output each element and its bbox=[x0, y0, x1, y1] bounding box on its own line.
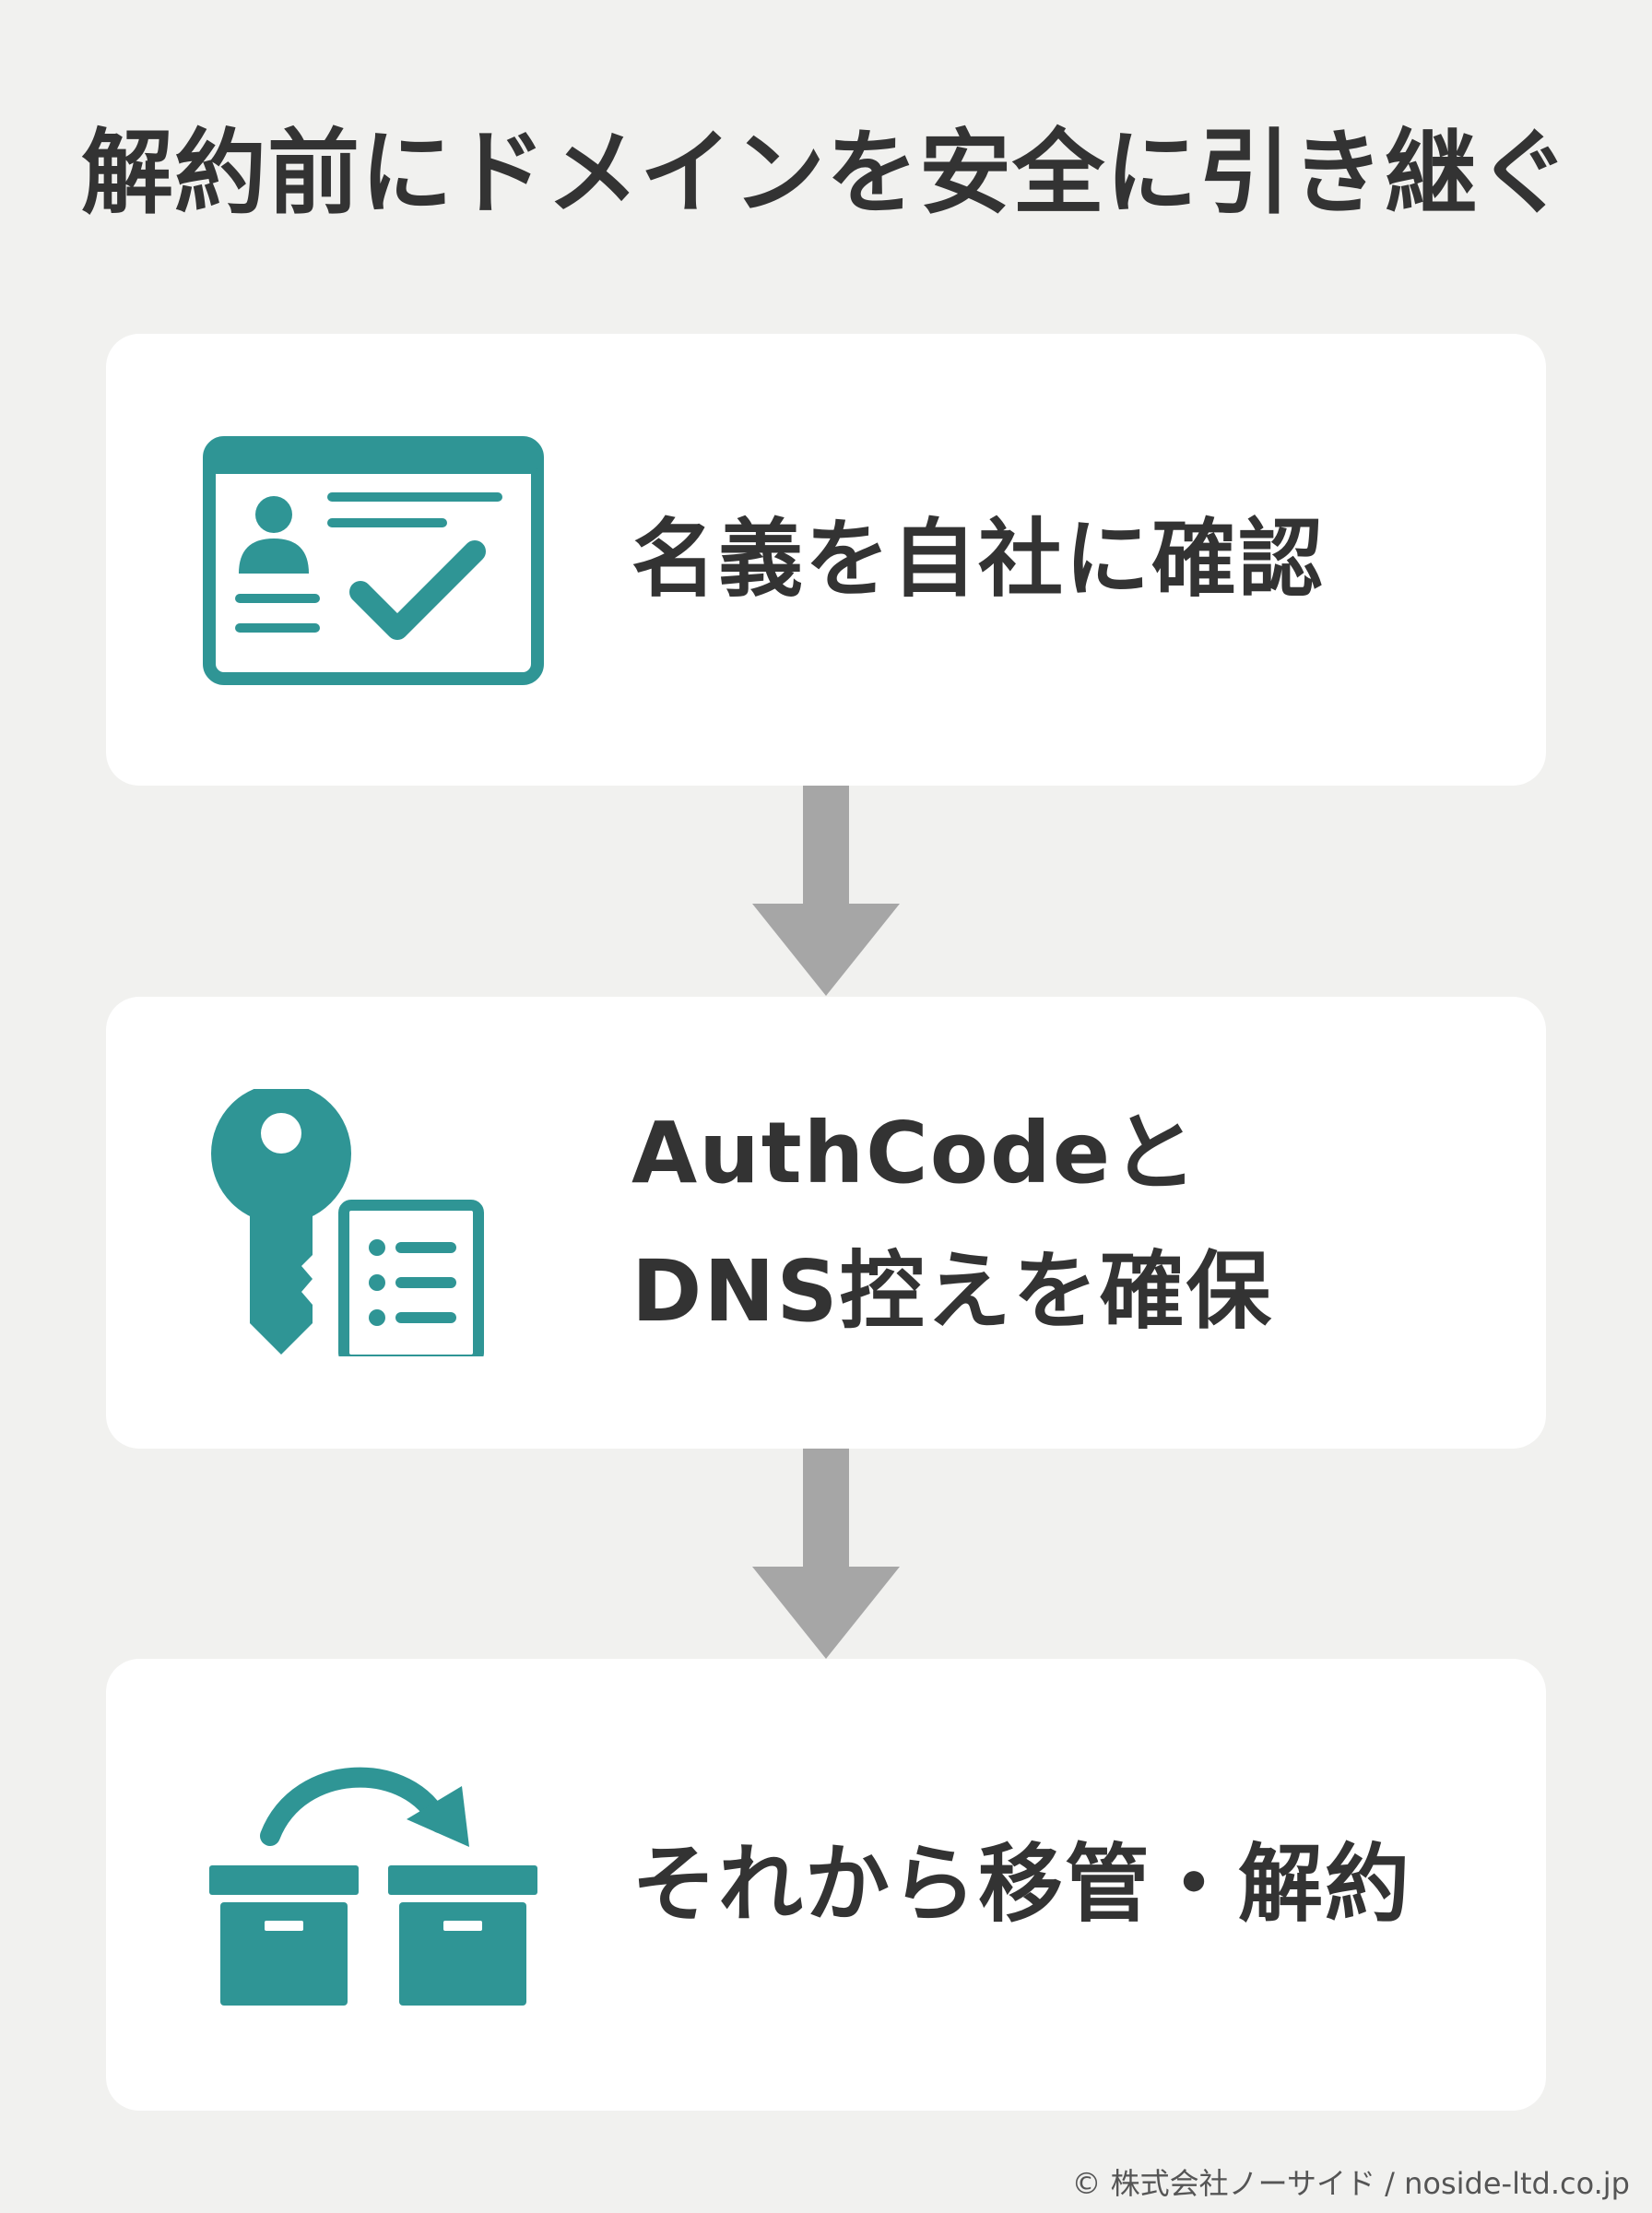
arrow-down-icon bbox=[752, 1449, 900, 1659]
step-label-authcode: AuthCodeと DNS控えを確保 bbox=[631, 997, 1516, 1449]
key-document-icon bbox=[211, 1089, 484, 1356]
step-line: 名義を自社に確認 bbox=[631, 510, 1326, 609]
step-card-ownership: 名義を自社に確認 bbox=[106, 334, 1546, 786]
box-transfer-icon bbox=[209, 1767, 537, 2006]
copyright-notice: © 株式会社ノーサイド / noside-ltd.co.jp bbox=[1071, 2166, 1630, 2201]
step-line: それから移管・解約 bbox=[631, 1835, 1412, 1934]
step-label-transfer: それから移管・解約 bbox=[631, 1659, 1516, 2111]
step-line: DNS控えを確保 bbox=[631, 1242, 1273, 1341]
step-card-transfer: それから移管・解約 bbox=[106, 1659, 1546, 2111]
page-title: 解約前にドメインを安全に引き継ぐ bbox=[81, 119, 1571, 227]
id-card-check-icon bbox=[203, 436, 544, 685]
step-card-authcode: AuthCodeと DNS控えを確保 bbox=[106, 997, 1546, 1449]
step-line: AuthCodeと bbox=[631, 1104, 1199, 1202]
step-label-ownership: 名義を自社に確認 bbox=[631, 334, 1516, 786]
arrow-down-icon bbox=[752, 786, 900, 996]
